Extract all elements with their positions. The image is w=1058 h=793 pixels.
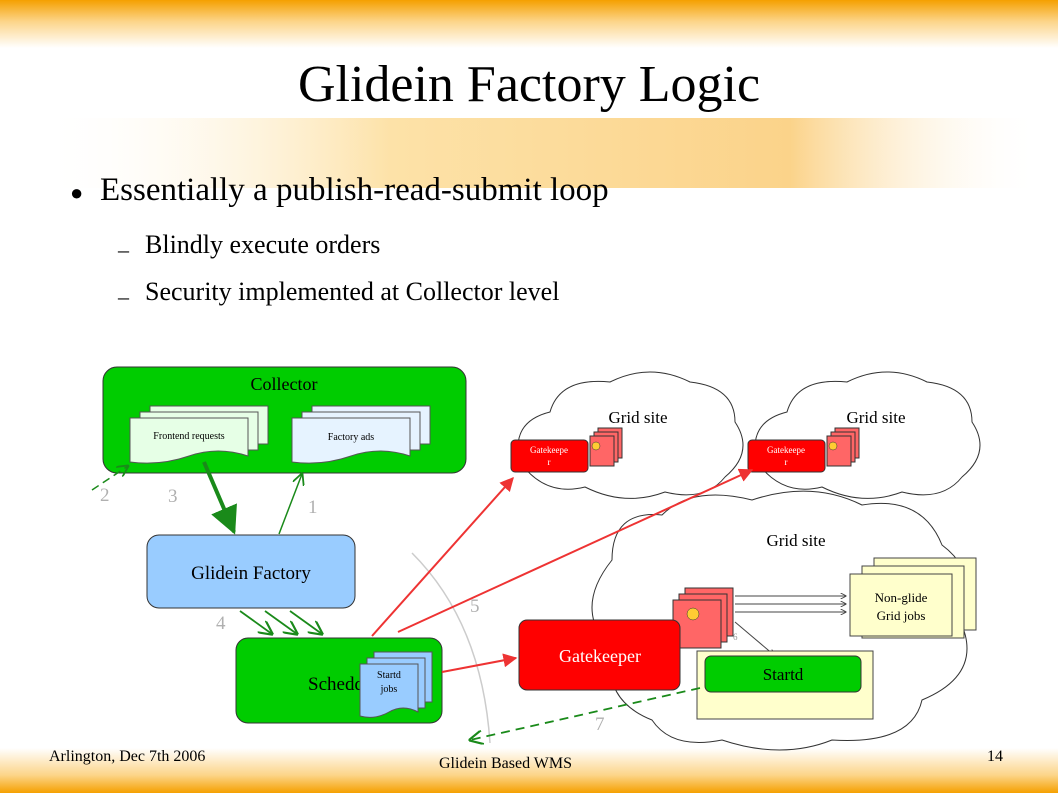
gatekeeper-label: Gatekeeper (559, 646, 641, 666)
arrow-step-4b (264, 610, 297, 634)
sub-bullet-1: Blindly execute orders (145, 230, 381, 259)
startd-jobs-doc: Startd jobs (359, 651, 433, 718)
arrow-step-7 (470, 687, 701, 740)
top-banner (0, 0, 1058, 48)
startd-jobs-label-1: Startd (377, 670, 401, 681)
step-label-4: 4 (216, 613, 226, 634)
startd-box (704, 655, 862, 693)
non-glide-label-1: Non-glide (875, 590, 928, 605)
step-label-1: 1 (308, 497, 318, 518)
factory-ads-doc: Factory ads (291, 405, 431, 464)
title-highlight-band (40, 118, 1040, 188)
grid-site-label-2: Grid site (846, 408, 905, 427)
small-gatekeeper-1-label-1: Gatekeepe (530, 445, 568, 455)
job-stack-site-2 (826, 427, 860, 467)
step-label-7: 7 (595, 714, 605, 735)
non-glide-label-2: Grid jobs (877, 608, 926, 623)
small-gatekeeper-1-label-2: r (548, 457, 551, 467)
bullet-dot: ● (70, 180, 84, 205)
step-label-2: 2 (100, 485, 110, 506)
grid-site-cloud-large (591, 490, 970, 751)
arrow-to-startd (734, 621, 774, 655)
footer-location-date: Arlington, Dec 7th 2006 (49, 748, 206, 765)
small-gatekeeper-2-label-1: Gatekeepe (767, 445, 805, 455)
job-stack-large-site (672, 587, 734, 649)
footer-title: Glidein Based WMS (439, 755, 573, 772)
grid-site-cloud-2 (754, 371, 981, 499)
small-gatekeeper-1 (510, 439, 589, 473)
arrow-step-3 (202, 461, 237, 535)
sub-bullet-dash-2: – (118, 284, 129, 309)
page-number: 14 (987, 748, 1003, 765)
small-gatekeeper-2 (747, 439, 826, 473)
sub-bullet-2: Security implemented at Collector level (145, 277, 560, 306)
bottom-banner (0, 748, 1058, 793)
arrow-step-4c (289, 610, 322, 634)
sub-bullet-dash-1: – (118, 237, 129, 262)
arrow-step-1 (278, 474, 302, 535)
grid-site-label-1: Grid site (608, 408, 667, 427)
startd-jobs-label-2: jobs (380, 684, 398, 695)
non-glide-jobs-stack: Non-glide Grid jobs (849, 557, 977, 639)
grid-site-cloud-1 (517, 371, 744, 499)
schedd-label: Schedd (308, 674, 364, 695)
arrow-schedd-to-site-2 (397, 468, 754, 633)
step-label-6: 6 (733, 632, 738, 642)
slide-title: Glidein Factory Logic (297, 56, 761, 113)
step-5-arc (411, 552, 491, 744)
gatekeeper-box (518, 619, 681, 691)
arrow-step-4a (239, 610, 272, 634)
arrow-step-2 (91, 466, 128, 491)
factory-ads-label: Factory ads (328, 432, 374, 443)
small-gatekeeper-2-label-2: r (785, 457, 788, 467)
main-bullet: Essentially a publish-read-submit loop (100, 172, 609, 208)
frontend-requests-label: Frontend requests (153, 431, 224, 442)
step-label-5: 5 (470, 596, 480, 617)
arrow-schedd-to-site-1 (371, 476, 514, 637)
frontend-requests-doc: Frontend requests (129, 405, 269, 464)
glidein-factory-box (146, 534, 356, 609)
grid-site-label-3: Grid site (766, 531, 825, 550)
arrow-schedd-to-gatekeeper (441, 653, 518, 673)
collector-label: Collector (251, 374, 318, 394)
startd-label: Startd (763, 665, 804, 684)
job-stack-site-1 (589, 427, 623, 467)
glidein-factory-label: Glidein Factory (191, 563, 311, 584)
step-label-3: 3 (168, 486, 178, 507)
